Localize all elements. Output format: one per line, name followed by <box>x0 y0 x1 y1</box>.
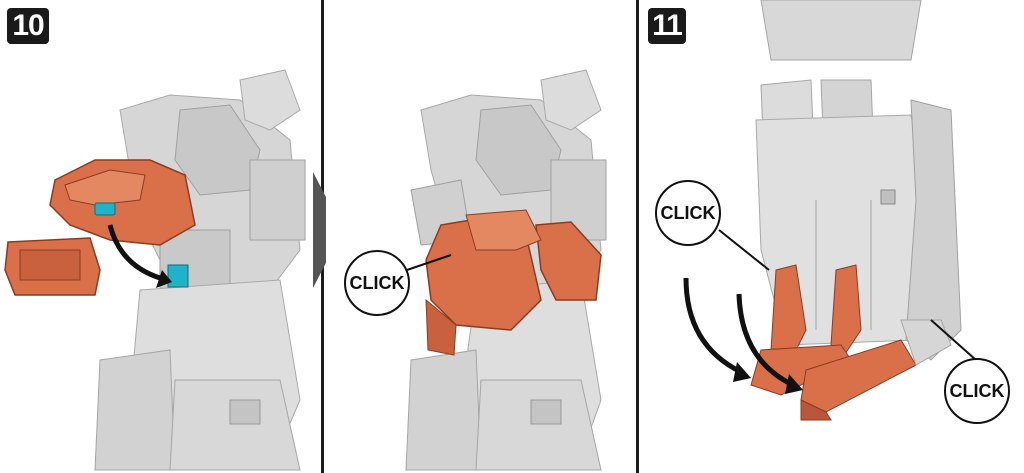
step-11-panel: 11 CLICK CLICK <box>641 0 1024 473</box>
click-callout: CLICK <box>344 250 410 316</box>
click-callout: CLICK <box>944 358 1010 424</box>
panel-divider <box>636 0 639 473</box>
arrow-head <box>733 362 751 382</box>
step-number-badge: 10 <box>7 8 49 44</box>
peg-socket <box>168 265 188 287</box>
orange-side-flap <box>5 238 100 295</box>
step-number-badge: 11 <box>648 8 686 44</box>
robot-legs <box>95 280 300 470</box>
step-10-panel: 10 <box>0 0 321 473</box>
step-10-illustration <box>0 0 321 473</box>
curved-arrow <box>686 278 741 372</box>
step-10-result-panel: CLICK <box>326 0 636 473</box>
orange-waist-armor <box>50 160 195 245</box>
click-callout: CLICK <box>655 180 721 246</box>
step-10-result-illustration <box>326 0 636 473</box>
